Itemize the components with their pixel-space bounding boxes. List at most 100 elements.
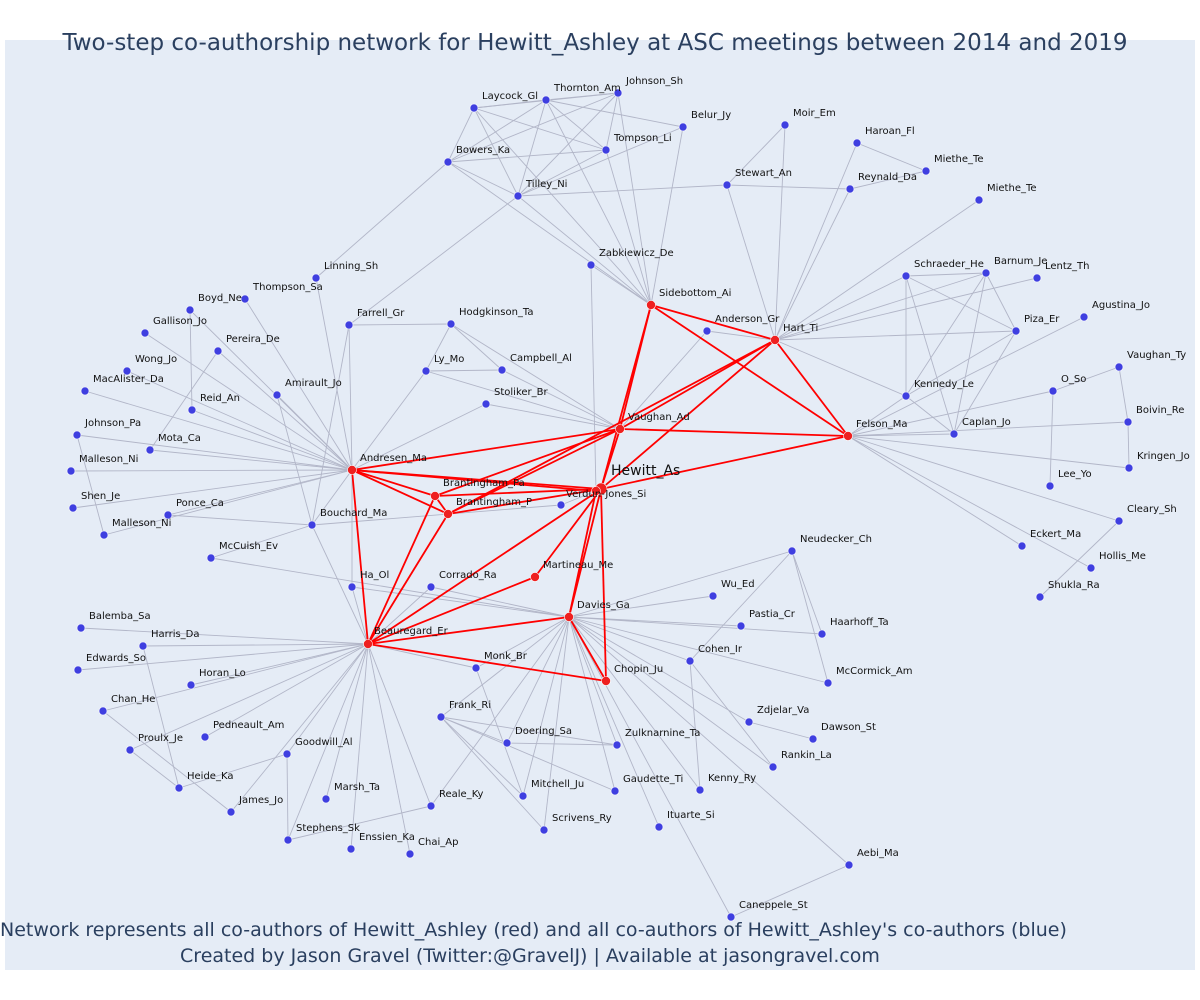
coauthor-node-blue[interactable] xyxy=(213,346,223,356)
coauthor-node-blue[interactable] xyxy=(1032,273,1042,283)
coauthor-node-blue[interactable] xyxy=(974,195,984,205)
coauthor-node-blue[interactable] xyxy=(347,582,357,592)
coauthor-node-blue[interactable] xyxy=(817,629,827,639)
coauthor-node-red[interactable] xyxy=(615,424,625,434)
coauthor-node-blue[interactable] xyxy=(76,623,86,633)
coauthor-node-blue[interactable] xyxy=(80,386,90,396)
coauthor-node-blue[interactable] xyxy=(844,860,854,870)
coauthor-node-blue[interactable] xyxy=(122,366,132,376)
coauthor-node-red[interactable] xyxy=(430,491,440,501)
coauthor-node-blue[interactable] xyxy=(768,762,778,772)
coauthor-node-blue[interactable] xyxy=(99,530,109,540)
coauthor-node-blue[interactable] xyxy=(272,390,282,400)
coauthor-node-blue[interactable] xyxy=(1017,541,1027,551)
coauthor-node-blue[interactable] xyxy=(678,122,688,132)
coauthor-node-blue[interactable] xyxy=(901,391,911,401)
coauthor-node-blue[interactable] xyxy=(744,717,754,727)
coauthor-node-blue[interactable] xyxy=(949,429,959,439)
coauthor-node-blue[interactable] xyxy=(174,783,184,793)
coauthor-node-blue[interactable] xyxy=(68,503,78,513)
coauthor-node-blue[interactable] xyxy=(654,822,664,832)
coauthor-node-blue[interactable] xyxy=(226,807,236,817)
coauthor-node-blue[interactable] xyxy=(722,180,732,190)
coauthor-node-blue[interactable] xyxy=(443,157,453,167)
coauthor-node-blue[interactable] xyxy=(823,678,833,688)
coauthor-node-blue[interactable] xyxy=(282,749,292,759)
coauthor-node-red[interactable] xyxy=(347,465,357,475)
coauthor-node-red[interactable] xyxy=(601,676,611,686)
coauthor-node-blue[interactable] xyxy=(405,849,415,859)
coauthor-node-blue[interactable] xyxy=(685,656,695,666)
coauthor-node-blue[interactable] xyxy=(852,138,862,148)
coauthor-node-blue[interactable] xyxy=(708,591,718,601)
coauthor-node-blue[interactable] xyxy=(921,166,931,176)
coauthor-node-blue[interactable] xyxy=(702,326,712,336)
coauthor-node-blue[interactable] xyxy=(321,794,331,804)
coauthor-node-blue[interactable] xyxy=(1079,312,1089,322)
coauthor-node-blue[interactable] xyxy=(601,145,611,155)
coauthor-node-blue[interactable] xyxy=(502,738,512,748)
coauthor-node-blue[interactable] xyxy=(311,273,321,283)
coauthor-node-blue[interactable] xyxy=(787,546,797,556)
coauthor-node-blue[interactable] xyxy=(206,553,216,563)
coauthor-node-blue[interactable] xyxy=(240,294,250,304)
coauthor-node-blue[interactable] xyxy=(513,191,523,201)
coauthor-node-blue[interactable] xyxy=(1123,417,1133,427)
coauthor-node-blue[interactable] xyxy=(539,825,549,835)
coauthor-node-blue[interactable] xyxy=(187,405,197,415)
coauthor-node-blue[interactable] xyxy=(200,732,210,742)
coauthor-node-blue[interactable] xyxy=(346,844,356,854)
coauthor-node-red[interactable] xyxy=(363,639,373,649)
coauthor-node-red[interactable] xyxy=(591,486,601,496)
coauthor-node-blue[interactable] xyxy=(426,582,436,592)
coauthor-node-blue[interactable] xyxy=(1035,592,1045,602)
coauthor-node-blue[interactable] xyxy=(426,801,436,811)
coauthor-node-blue[interactable] xyxy=(612,740,622,750)
coauthor-node-blue[interactable] xyxy=(1011,326,1021,336)
coauthor-node-blue[interactable] xyxy=(610,786,620,796)
coauthor-node-blue[interactable] xyxy=(780,120,790,130)
coauthor-node-blue[interactable] xyxy=(1086,563,1096,573)
coauthor-node-blue[interactable] xyxy=(1114,516,1124,526)
coauthor-node-blue[interactable] xyxy=(140,328,150,338)
coauthor-node-blue[interactable] xyxy=(981,268,991,278)
coauthor-node-red[interactable] xyxy=(443,509,453,519)
coauthor-node-blue[interactable] xyxy=(1124,463,1134,473)
coauthor-node-blue[interactable] xyxy=(436,712,446,722)
coauthor-node-blue[interactable] xyxy=(163,510,173,520)
coauthor-node-blue[interactable] xyxy=(901,271,911,281)
coauthor-node-blue[interactable] xyxy=(283,835,293,845)
coauthor-node-blue[interactable] xyxy=(72,430,82,440)
coauthor-node-blue[interactable] xyxy=(138,641,148,651)
coauthor-node-blue[interactable] xyxy=(541,95,551,105)
coauthor-node-blue[interactable] xyxy=(421,366,431,376)
coauthor-node-blue[interactable] xyxy=(185,305,195,315)
coauthor-node-red[interactable] xyxy=(843,431,853,441)
coauthor-node-blue[interactable] xyxy=(98,706,108,716)
coauthor-node-blue[interactable] xyxy=(1045,481,1055,491)
coauthor-node-blue[interactable] xyxy=(344,320,354,330)
coauthor-node-blue[interactable] xyxy=(307,520,317,530)
coauthor-node-blue[interactable] xyxy=(66,466,76,476)
coauthor-node-blue[interactable] xyxy=(808,734,818,744)
coauthor-node-blue[interactable] xyxy=(1048,386,1058,396)
coauthor-node-blue[interactable] xyxy=(695,785,705,795)
coauthor-node-blue[interactable] xyxy=(471,663,481,673)
coauthor-node-blue[interactable] xyxy=(736,621,746,631)
coauthor-node-blue[interactable] xyxy=(556,500,566,510)
coauthor-node-red[interactable] xyxy=(564,612,574,622)
coauthor-node-blue[interactable] xyxy=(481,399,491,409)
coauthor-node-blue[interactable] xyxy=(186,680,196,690)
coauthor-node-red[interactable] xyxy=(530,572,540,582)
coauthor-node-blue[interactable] xyxy=(1114,362,1124,372)
coauthor-node-blue[interactable] xyxy=(726,912,736,922)
coauthor-node-blue[interactable] xyxy=(497,365,507,375)
coauthor-node-blue[interactable] xyxy=(73,665,83,675)
coauthor-node-blue[interactable] xyxy=(586,260,596,270)
coauthor-node-blue[interactable] xyxy=(518,791,528,801)
coauthor-node-blue[interactable] xyxy=(145,445,155,455)
coauthor-node-blue[interactable] xyxy=(845,184,855,194)
coauthor-node-red[interactable] xyxy=(646,300,656,310)
coauthor-node-blue[interactable] xyxy=(469,103,479,113)
coauthor-node-red[interactable] xyxy=(770,335,780,345)
